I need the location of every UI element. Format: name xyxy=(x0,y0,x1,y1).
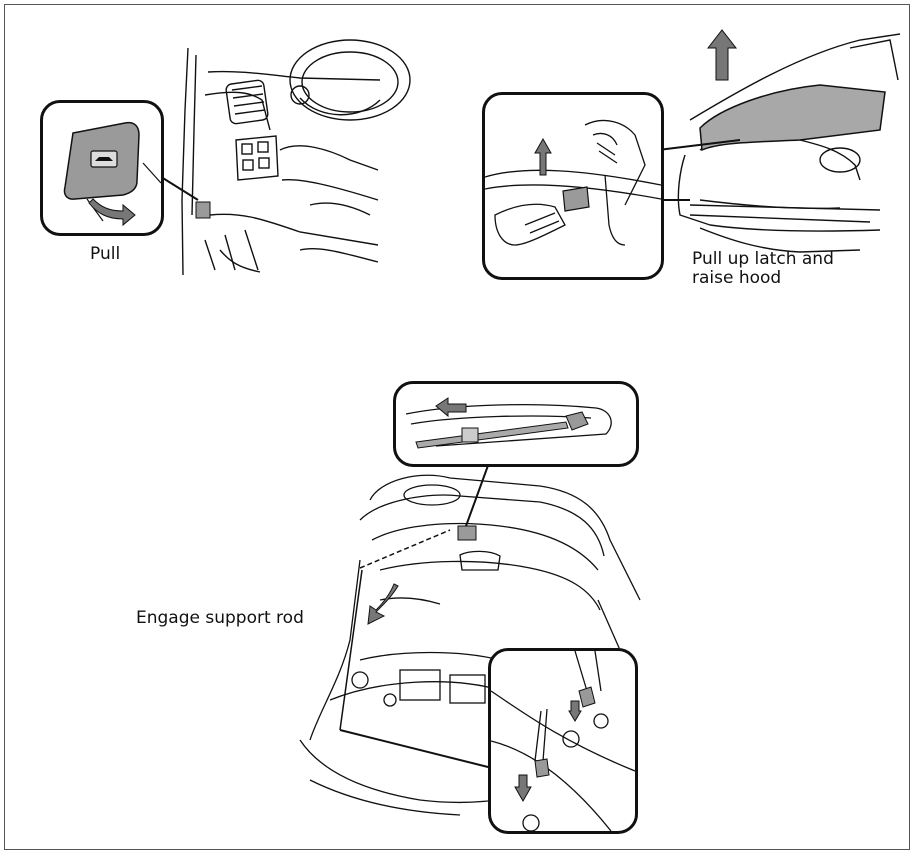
support-caption: Engage support rod xyxy=(136,609,304,628)
curved-arrow-icon xyxy=(368,584,398,624)
support-rod-hole-inset xyxy=(488,648,638,834)
callout-line-bottom xyxy=(340,730,500,770)
left-arrow-icon xyxy=(436,398,466,416)
support-rod-clip-inset xyxy=(393,381,639,467)
rod-clip-detail xyxy=(396,384,636,464)
support-rod xyxy=(340,570,362,730)
down-arrow-icon xyxy=(515,775,531,801)
rod-hole-detail xyxy=(491,651,635,831)
rod-clip xyxy=(458,526,476,540)
down-arrow-icon xyxy=(569,701,581,721)
callout-line-top xyxy=(466,460,514,526)
